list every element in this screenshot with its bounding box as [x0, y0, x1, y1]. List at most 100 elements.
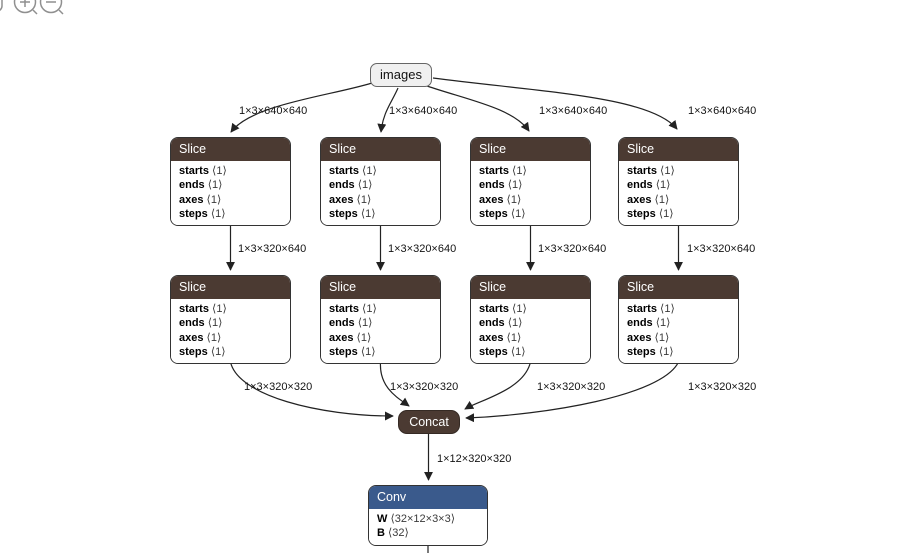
input-node-images[interactable]: images — [370, 63, 432, 87]
attribute-value: ⟨1⟩ — [357, 317, 373, 330]
attribute-row: starts ⟨1⟩ — [479, 302, 582, 316]
concat-node[interactable]: Concat — [398, 410, 460, 434]
edge-label-shape[interactable]: 1×3×320×640 — [538, 243, 607, 255]
slice-node-r1c3[interactable]: Slice starts ⟨1⟩ ends ⟨1⟩ axes ⟨1⟩ steps… — [470, 137, 591, 227]
conv-node[interactable]: Conv W ⟨32×12×3×3⟩ B ⟨32⟩ — [368, 485, 488, 546]
node-attributes: starts ⟨1⟩ ends ⟨1⟩ axes ⟨1⟩ steps ⟨1⟩ — [171, 161, 290, 226]
attribute-name: starts — [179, 165, 209, 177]
edge-input-slice1 — [230, 82, 373, 133]
attribute-row: steps ⟨1⟩ — [179, 345, 282, 359]
attribute-row: ends ⟨1⟩ — [479, 316, 582, 330]
node-title[interactable]: Slice — [321, 276, 440, 299]
attribute-value: ⟨1⟩ — [658, 345, 674, 358]
node-title[interactable]: Conv — [369, 486, 487, 509]
attribute-name: axes — [329, 331, 354, 344]
attribute-row: ends ⟨1⟩ — [329, 178, 432, 192]
attribute-row: steps ⟨1⟩ — [329, 207, 432, 221]
slice-node-r2c2[interactable]: Slice starts ⟨1⟩ ends ⟨1⟩ axes ⟨1⟩ steps… — [320, 275, 441, 365]
zoom-in-button[interactable] — [13, 0, 38, 15]
edge-input-slice4 — [432, 77, 678, 130]
attribute-name: ends — [329, 317, 355, 330]
attribute-row: ends ⟨1⟩ — [627, 316, 730, 330]
edge-label-shape[interactable]: 1×3×640×640 — [389, 105, 458, 117]
attribute-row: ends ⟨1⟩ — [479, 178, 582, 192]
attribute-row: steps ⟨1⟩ — [329, 345, 432, 359]
attribute-value: ⟨1⟩ — [207, 317, 223, 330]
edge-label-shape[interactable]: 1×3×320×320 — [688, 381, 757, 393]
attribute-name: W — [377, 513, 388, 525]
attribute-value: ⟨1⟩ — [658, 207, 674, 220]
node-title[interactable]: Slice — [619, 138, 738, 161]
attribute-row: starts ⟨1⟩ — [479, 164, 582, 178]
edge-label-shape[interactable]: 1×3×320×320 — [390, 381, 459, 393]
edge-label-shape[interactable]: 1×3×320×640 — [238, 243, 307, 255]
attribute-value: ⟨1⟩ — [654, 331, 670, 344]
attribute-row: axes ⟨1⟩ — [479, 331, 582, 345]
attribute-name: axes — [627, 331, 652, 344]
edge-label-shape[interactable]: 1×3×640×640 — [239, 105, 308, 117]
attribute-name: starts — [627, 165, 657, 177]
attribute-name: B — [377, 527, 385, 540]
zoom-out-button[interactable] — [39, 0, 64, 15]
node-attributes: starts ⟨1⟩ ends ⟨1⟩ axes ⟨1⟩ steps ⟨1⟩ — [619, 299, 738, 364]
attribute-value: ⟨32⟩ — [388, 527, 409, 540]
slice-node-r1c1[interactable]: Slice starts ⟨1⟩ ends ⟨1⟩ axes ⟨1⟩ steps… — [170, 137, 291, 227]
attribute-name: ends — [627, 317, 653, 330]
attribute-name: steps — [329, 207, 358, 220]
attribute-value: ⟨1⟩ — [206, 193, 222, 206]
attribute-name: starts — [329, 303, 359, 315]
attribute-value: ⟨1⟩ — [360, 207, 376, 220]
attribute-name: starts — [329, 165, 359, 177]
attribute-value: ⟨1⟩ — [356, 193, 372, 206]
attribute-row: B ⟨32⟩ — [377, 526, 479, 540]
attribute-row: starts ⟨1⟩ — [329, 302, 432, 316]
node-title[interactable]: Slice — [171, 276, 290, 299]
edge-label-shape[interactable]: 1×3×320×320 — [537, 381, 606, 393]
attribute-value: ⟨1⟩ — [654, 193, 670, 206]
attribute-row: ends ⟨1⟩ — [179, 178, 282, 192]
slice-node-r2c3[interactable]: Slice starts ⟨1⟩ ends ⟨1⟩ axes ⟨1⟩ steps… — [470, 275, 591, 365]
attribute-value: ⟨1⟩ — [506, 193, 522, 206]
node-attributes: starts ⟨1⟩ ends ⟨1⟩ axes ⟨1⟩ steps ⟨1⟩ — [471, 299, 590, 364]
edge-label-shape[interactable]: 1×3×320×640 — [687, 243, 756, 255]
attribute-value: ⟨1⟩ — [357, 179, 373, 192]
attribute-row: starts ⟨1⟩ — [179, 164, 282, 178]
attribute-row: ends ⟨1⟩ — [329, 316, 432, 330]
zoom-out-icon — [39, 0, 63, 14]
attribute-value: ⟨1⟩ — [512, 303, 527, 315]
node-attributes: starts ⟨1⟩ ends ⟨1⟩ axes ⟨1⟩ steps ⟨1⟩ — [171, 299, 290, 364]
attribute-row: starts ⟨1⟩ — [627, 302, 730, 316]
cropped-toolbar-icon[interactable] — [0, 0, 3, 11]
edge-label-shape[interactable]: 1×3×320×640 — [388, 243, 457, 255]
attribute-row: steps ⟨1⟩ — [479, 345, 582, 359]
attribute-value: ⟨1⟩ — [660, 165, 675, 177]
slice-node-r2c1[interactable]: Slice starts ⟨1⟩ ends ⟨1⟩ axes ⟨1⟩ steps… — [170, 275, 291, 365]
attribute-name: steps — [627, 345, 656, 358]
node-title[interactable]: Slice — [471, 138, 590, 161]
attribute-name: starts — [179, 303, 209, 315]
slice-node-r1c4[interactable]: Slice starts ⟨1⟩ ends ⟨1⟩ axes ⟨1⟩ steps… — [618, 137, 739, 227]
edge-label-shape[interactable]: 1×12×320×320 — [437, 453, 512, 465]
edge-label-shape[interactable]: 1×3×640×640 — [688, 105, 757, 117]
slice-node-r1c2[interactable]: Slice starts ⟨1⟩ ends ⟨1⟩ axes ⟨1⟩ steps… — [320, 137, 441, 227]
node-title[interactable]: Slice — [471, 276, 590, 299]
attribute-name: axes — [179, 331, 204, 344]
attribute-value: ⟨1⟩ — [360, 345, 376, 358]
edge-label-shape[interactable]: 1×3×320×320 — [244, 381, 313, 393]
node-attributes: starts ⟨1⟩ ends ⟨1⟩ axes ⟨1⟩ steps ⟨1⟩ — [321, 299, 440, 364]
edge-label-shape[interactable]: 1×3×640×640 — [539, 105, 608, 117]
attribute-row: steps ⟨1⟩ — [479, 207, 582, 221]
zoom-in-icon — [13, 0, 37, 14]
node-title[interactable]: Slice — [619, 276, 738, 299]
magnifier-handle — [32, 9, 38, 15]
node-title[interactable]: Slice — [321, 138, 440, 161]
attribute-row: steps ⟨1⟩ — [627, 207, 730, 221]
attribute-row: axes ⟨1⟩ — [627, 331, 730, 345]
edge-slice8-concat — [465, 361, 680, 423]
slice-node-r2c4[interactable]: Slice starts ⟨1⟩ ends ⟨1⟩ axes ⟨1⟩ steps… — [618, 275, 739, 365]
attribute-value: ⟨1⟩ — [356, 331, 372, 344]
node-title[interactable]: Slice — [171, 138, 290, 161]
edge-input-slice2 — [377, 87, 399, 133]
attribute-row: ends ⟨1⟩ — [179, 316, 282, 330]
attribute-name: ends — [329, 179, 355, 192]
